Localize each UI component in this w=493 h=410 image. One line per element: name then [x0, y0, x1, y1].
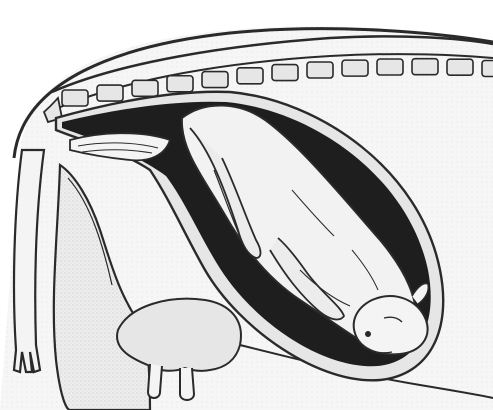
vertebra	[272, 65, 298, 81]
vertebra	[377, 59, 403, 75]
vertebra	[447, 59, 473, 75]
vertebra	[167, 76, 193, 92]
vertebra	[132, 80, 158, 96]
vertebra	[97, 85, 123, 101]
vertebra	[202, 72, 228, 88]
vertebra	[62, 90, 88, 106]
vertebra	[237, 68, 263, 84]
vertebra	[412, 59, 438, 75]
vertebra	[307, 62, 333, 78]
vertebra	[342, 60, 368, 76]
vertebra	[482, 60, 493, 76]
